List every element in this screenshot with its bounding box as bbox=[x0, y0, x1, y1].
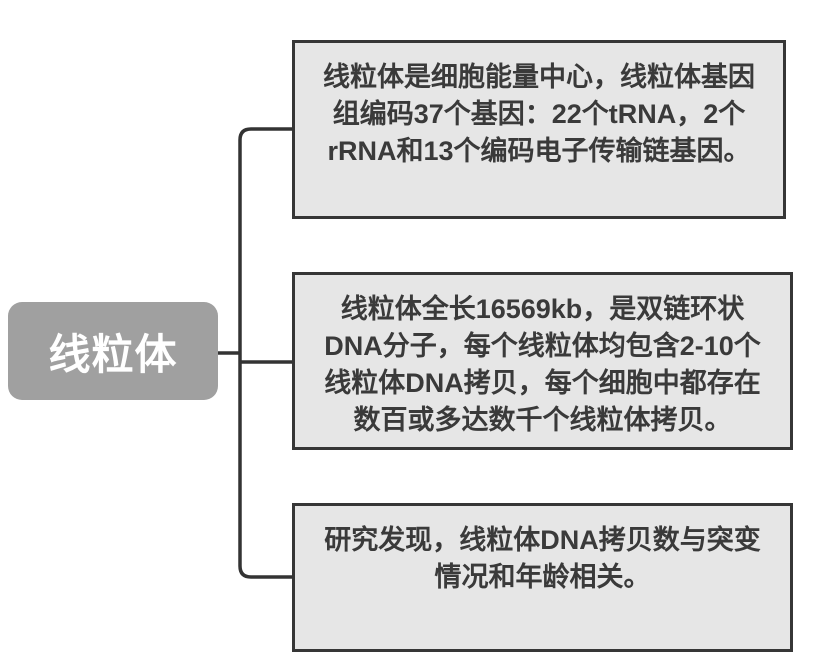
branch-box-gene-overview: 线粒体是细胞能量中心，线粒体基因组编码37个基因：22个tRNA，2个rRNA和… bbox=[292, 40, 786, 219]
connector-trunk bbox=[238, 127, 292, 579]
root-node-mitochondria: 线粒体 bbox=[8, 302, 218, 400]
branch-box-genome-size: 线粒体全长16569kb，是双链环状DNA分子，每个线粒体均包含2-10个线粒体… bbox=[292, 272, 793, 450]
branch-box-research-finding: 研究发现，线粒体DNA拷贝数与突变情况和年龄相关。 bbox=[292, 503, 793, 652]
